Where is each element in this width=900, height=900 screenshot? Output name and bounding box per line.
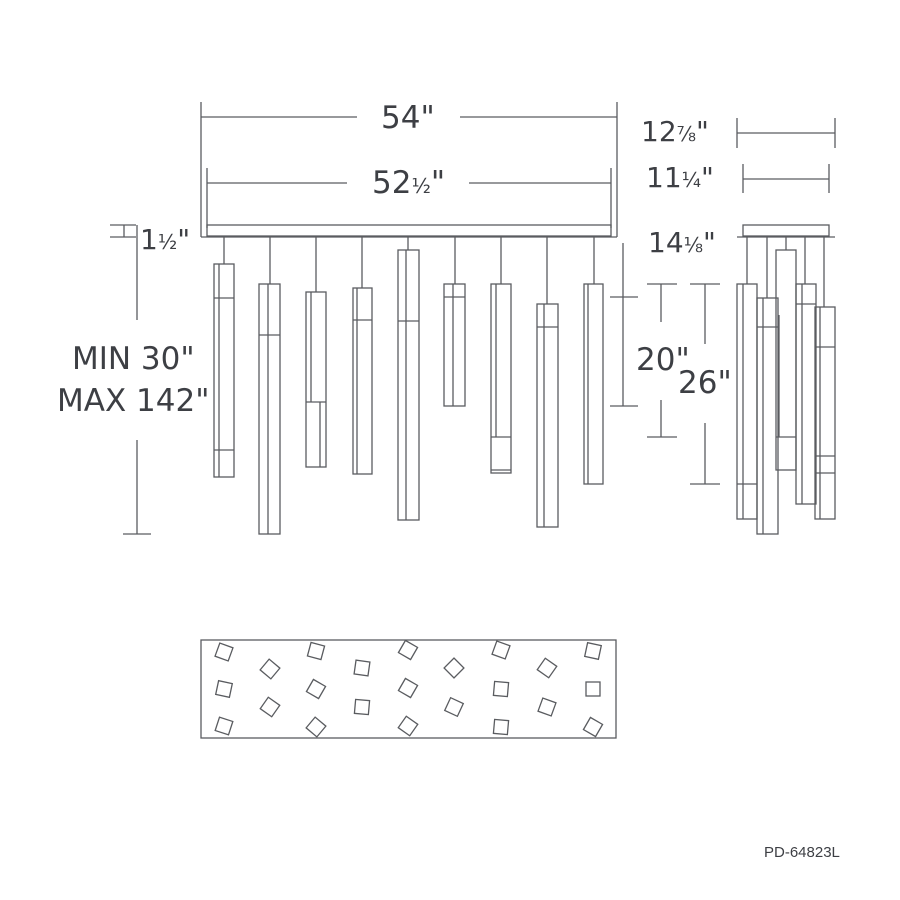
- canopy-depth-label: 11¼": [646, 164, 714, 192]
- canopy-width-value: 52: [372, 165, 412, 201]
- pendant-length-dimensions: [610, 243, 720, 485]
- side-depth-dimensions: [736, 118, 836, 193]
- overall-depth-label: 12⅞": [641, 118, 709, 146]
- canopy-height-unit: ": [177, 223, 191, 256]
- canopy-width-fraction: ½: [411, 174, 431, 198]
- canopy-height-dimension: [110, 224, 136, 238]
- pendant-long-length-label: 26": [678, 365, 732, 401]
- side-canopy-value: 14: [648, 226, 684, 259]
- height-min-label: MIN 30": [72, 341, 195, 377]
- canopy-height-fraction: ½: [157, 230, 178, 254]
- overall-depth-fraction: ⅞: [676, 122, 697, 146]
- model-number: PD-64823L: [764, 844, 840, 861]
- front-pendants: [213, 237, 604, 535]
- overall-width-unit: ": [420, 100, 435, 136]
- top-view: [200, 639, 617, 739]
- side-view: [736, 224, 836, 535]
- overall-depth-unit: ": [696, 115, 709, 148]
- overall-width-dimension: [200, 102, 618, 237]
- canopy-depth-value: 11: [646, 161, 682, 194]
- front-canopy: [201, 224, 617, 238]
- side-canopy-label: 14⅛": [648, 229, 716, 257]
- height-max-label: MAX 142": [57, 383, 210, 419]
- overall-depth-value: 12: [641, 115, 677, 148]
- overall-height-dimension: [123, 225, 151, 535]
- canopy-width-label: 52½": [372, 168, 445, 199]
- canopy-width-dimension: [206, 168, 612, 228]
- top-view-pendant-squares: [214, 639, 604, 738]
- canopy-height-value: 1: [140, 223, 158, 256]
- overall-width-value: 54: [381, 100, 421, 136]
- side-canopy-unit: ": [703, 226, 716, 259]
- canopy-depth-fraction: ¼: [681, 168, 702, 192]
- pendant-short-length-label: 20": [636, 342, 690, 378]
- overall-width-label: 54": [381, 103, 435, 134]
- side-canopy-fraction: ⅛: [683, 233, 704, 257]
- canopy-height-label: 1½": [140, 226, 190, 254]
- canopy-width-unit: ": [430, 165, 446, 201]
- canopy-depth-unit: ": [701, 161, 714, 194]
